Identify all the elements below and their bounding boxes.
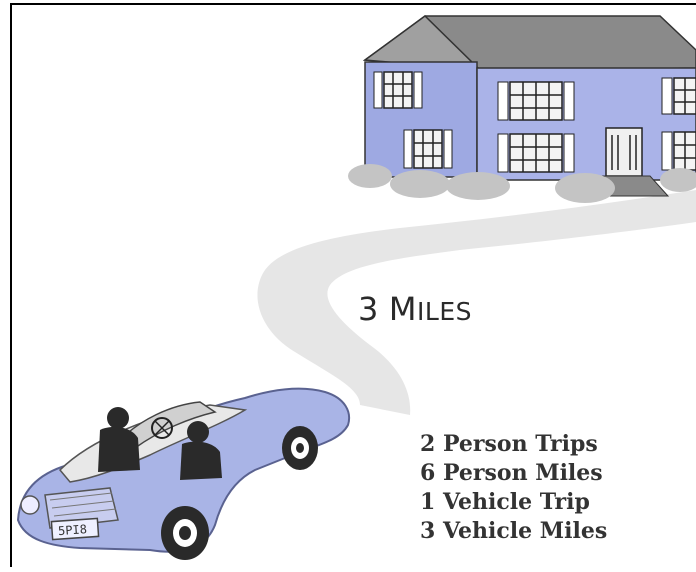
license-plate-text: 5PI8 — [58, 522, 88, 538]
distance-unit-initial: M — [388, 290, 418, 328]
window — [661, 131, 696, 171]
distance-number: 3 — [358, 290, 379, 328]
window — [497, 133, 575, 173]
bushes — [348, 164, 696, 203]
stat-line: 2 Person Trips — [420, 431, 598, 457]
passenger — [180, 421, 222, 480]
window — [497, 81, 575, 121]
window — [403, 129, 453, 169]
road — [257, 190, 696, 415]
trip-stats: 2 Person Trips 6 Person Miles 1 Vehicle … — [420, 430, 607, 546]
distance-unit-rest: ILES — [417, 297, 472, 326]
distance-label: 3 MILES — [358, 290, 472, 328]
license-plate — [50, 517, 100, 541]
front-door — [597, 127, 670, 197]
stat-line: 6 Person Miles — [420, 460, 603, 486]
car: 5PI8 — [16, 387, 350, 560]
front-wheel — [161, 506, 209, 560]
steering-wheel — [151, 417, 173, 439]
driver — [98, 407, 140, 472]
stat-line: 3 Vehicle Miles — [420, 518, 608, 544]
window — [661, 77, 696, 115]
stat-line: 1 Vehicle Trip — [420, 489, 590, 515]
window — [373, 71, 423, 109]
house — [348, 15, 696, 203]
rear-wheel — [282, 426, 318, 470]
